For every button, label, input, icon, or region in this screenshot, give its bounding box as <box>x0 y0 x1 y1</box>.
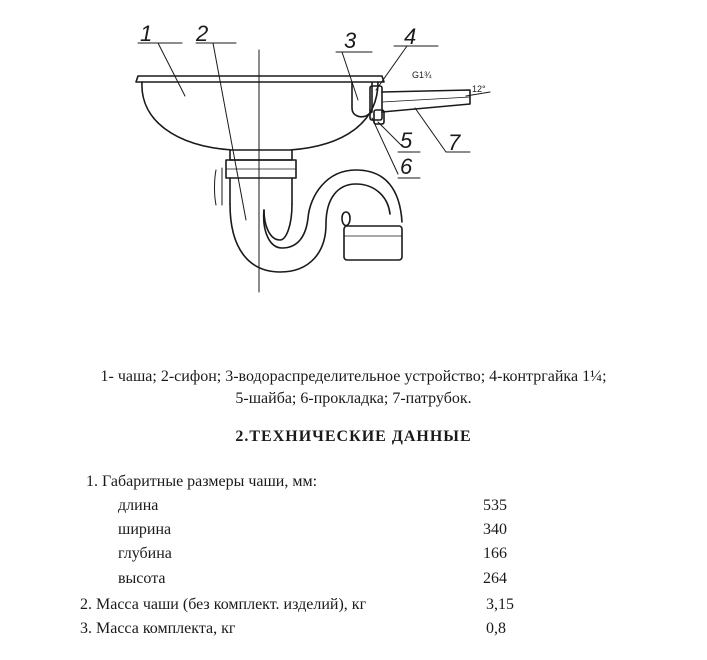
spec-row-label: длина <box>118 497 159 514</box>
spec-row-label: ширина <box>118 521 172 538</box>
callout-5: 5 <box>400 128 413 153</box>
spec-row-value: 340 <box>483 521 507 538</box>
legend-line-2: 5-шайба; 6-прокладка; 7-патрубок. <box>235 390 472 407</box>
callout-4: 4 <box>404 24 416 49</box>
callout-7: 7 <box>448 130 461 155</box>
callout-2: 2 <box>195 21 208 46</box>
spec-row-value: 535 <box>483 497 507 514</box>
pipe-angle-label: 12° <box>472 84 486 94</box>
spec-item-1: 1. Габаритные размеры чаши, мм: <box>86 473 318 490</box>
callout-3: 3 <box>344 28 357 53</box>
spec-item-2-value: 3,15 <box>486 596 514 613</box>
spec-row-label: высота <box>118 570 166 587</box>
siphon-outlet <box>343 225 403 261</box>
spec-item-2: 2. Масса чаши (без комплект. изделий), к… <box>80 596 367 613</box>
spec-row-value: 166 <box>483 545 507 562</box>
overflow-device <box>351 81 373 118</box>
spec-row-label: глубина <box>118 545 172 562</box>
spec-row-value: 264 <box>483 570 507 587</box>
siphon-u-bend <box>229 183 391 273</box>
callout-6: 6 <box>400 154 413 179</box>
spec-item-3: 3. Масса комплекта, кг <box>80 620 236 637</box>
section-title: 2.ТЕХНИЧЕСКИЕ ДАННЫЕ <box>235 428 472 445</box>
bowl-rim <box>135 75 385 83</box>
thread-label: G1¾ <box>412 70 432 80</box>
spec-item-3-value: 0,8 <box>486 620 506 637</box>
callout-1: 1 <box>140 21 152 46</box>
sink-assembly-drawing: 1 2 3 4 5 6 7 G1¾ 12° <box>135 21 491 293</box>
legend-line-1: 1- чаша; 2-сифон; 3-водораспределительно… <box>100 368 607 385</box>
bowl <box>141 81 379 151</box>
